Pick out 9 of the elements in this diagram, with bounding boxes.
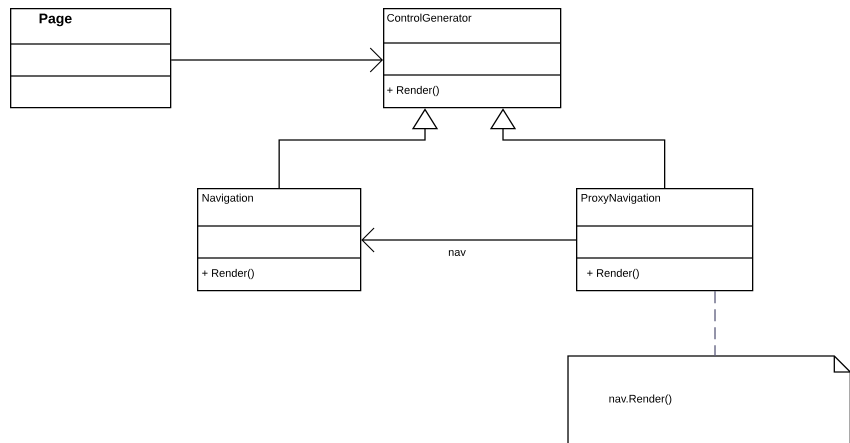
class-box: ControlGenerator + Render() xyxy=(383,8,562,108)
class-box: ProxyNavigation + Render() xyxy=(576,188,754,292)
note-box: nav.Render() xyxy=(567,355,850,443)
edge-label: nav xyxy=(447,248,467,257)
arrow xyxy=(361,228,576,252)
class-box: Navigation + Render() xyxy=(197,188,362,292)
class-box: Page xyxy=(10,8,172,108)
dashed-line xyxy=(714,291,716,356)
arrow xyxy=(171,48,383,72)
